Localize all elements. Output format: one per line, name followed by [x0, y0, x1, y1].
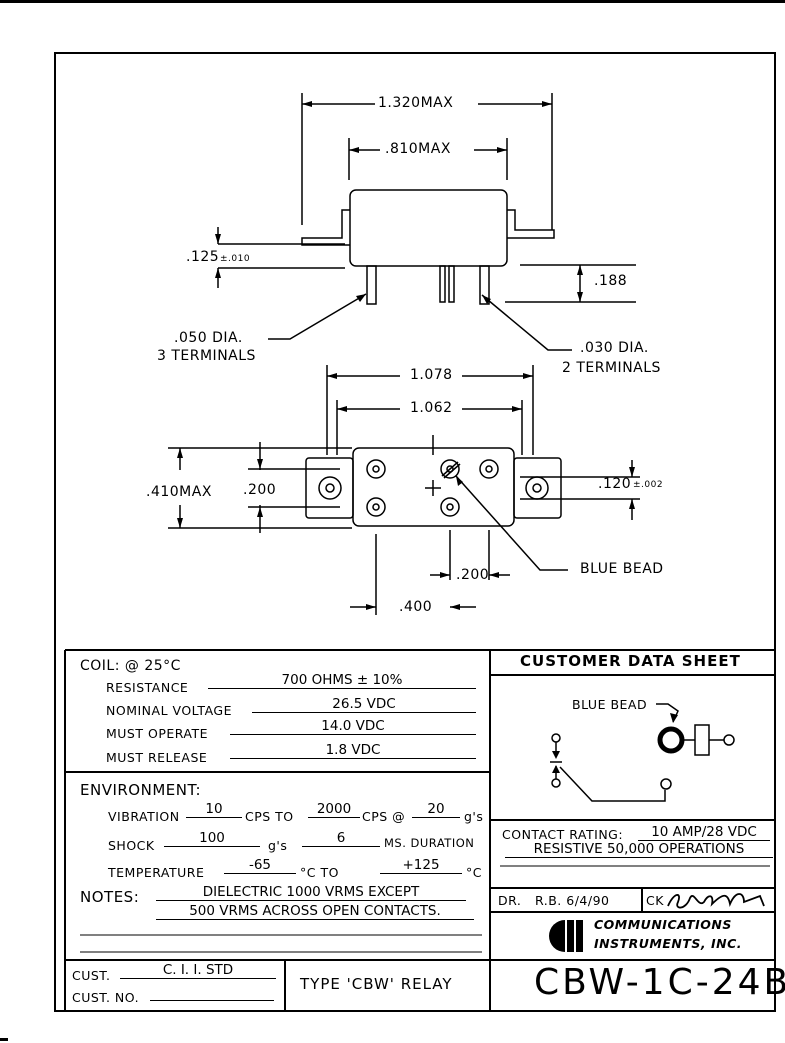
coil-operate-value: 14.0 VDC	[230, 718, 476, 735]
company-line2: INSTRUMENTS, INC.	[594, 936, 743, 951]
coil-heading: COIL: @ 25°C	[80, 658, 181, 674]
schematic-bead-label: BLUE BEAD	[572, 697, 648, 712]
relay-type: TYPE 'CBW' RELAY	[300, 975, 453, 993]
dim-hole-dia-tol: ±.002	[633, 480, 664, 490]
notes-line2: 500 VRMS ACROSS OPEN CONTACTS.	[156, 903, 474, 920]
sheet-title: CUSTOMER DATA SHEET	[520, 652, 741, 670]
notes-label: NOTES:	[80, 888, 140, 906]
checker-signature	[667, 893, 765, 909]
shock-ms: 6	[302, 830, 380, 847]
temp-unit: °C	[466, 865, 482, 880]
temp-to: °C TO	[300, 865, 339, 880]
coil-resistance-value: 700 OHMS ± 10%	[208, 672, 476, 689]
contact-schematic	[550, 703, 735, 802]
vibration-g: 20	[412, 801, 460, 818]
dim-terminal-thickness: .125	[186, 249, 220, 265]
shock-label: SHOCK	[108, 838, 155, 853]
dr-label: DR.	[498, 893, 522, 908]
dim-hole-dia: .120	[598, 476, 632, 492]
temp-max: +125	[380, 857, 462, 874]
cust-value: C. I. I. STD	[120, 962, 276, 979]
part-number: CBW-1C-24B	[534, 962, 785, 1003]
cust-label: CUST.	[72, 968, 111, 983]
coil-release-label: MUST RELEASE	[106, 750, 208, 765]
shock-g: 100	[164, 830, 260, 847]
notes-line1: DIELECTRIC 1000 VRMS EXCEPT	[156, 884, 466, 901]
company-logo	[549, 920, 583, 952]
coil-resistance-label: RESISTANCE	[106, 680, 189, 695]
edge-mark	[0, 1038, 8, 1041]
temp-label: TEMPERATURE	[108, 865, 205, 880]
vibration-label: VIBRATION	[108, 809, 180, 824]
large-pins-label-1: .050 DIA.	[174, 330, 243, 346]
side-view-drawing	[168, 93, 640, 615]
coil-nominal-value: 26.5 VDC	[252, 696, 476, 713]
dim-pin-spacing-v: .200	[243, 482, 277, 498]
dim-mount-spacing-1: 1.078	[410, 367, 453, 383]
dr-value: R.B. 6/4/90	[535, 893, 610, 908]
coil-release-value: 1.8 VDC	[230, 742, 476, 759]
shock-ms-unit: MS. DURATION	[384, 836, 475, 850]
vibration-g-unit: g's	[464, 809, 484, 824]
small-pins-label-2: 2 TERMINALS	[562, 360, 661, 376]
coil-nominal-label: NOMINAL VOLTAGE	[106, 703, 232, 718]
cust-no-value	[150, 984, 274, 1001]
contact-rating-label: CONTACT RATING:	[502, 827, 624, 842]
dim-pin-spacing-h: .200	[456, 567, 490, 583]
dim-height: .410MAX	[146, 484, 212, 500]
dim-body-width: .810MAX	[385, 141, 451, 157]
company-line1: COMMUNICATIONS	[594, 917, 732, 932]
dim-mount-spacing-2: 1.062	[410, 400, 453, 416]
environment-heading: ENVIRONMENT:	[80, 781, 202, 799]
vibration-min: 10	[186, 801, 242, 818]
coil-operate-label: MUST OPERATE	[106, 726, 209, 741]
contact-rating-line2: RESISTIVE 50,000 OPERATIONS	[505, 841, 773, 858]
shock-g-unit: g's	[268, 838, 288, 853]
dim-overall-width: 1.320MAX	[378, 95, 454, 111]
dim-pin-length: .188	[594, 273, 628, 289]
vibration-cps-to: CPS TO	[245, 809, 294, 824]
ck-label: CK	[646, 893, 664, 908]
vibration-max: 2000	[308, 801, 360, 818]
top-border-line	[0, 0, 785, 3]
temp-min: -65	[224, 857, 296, 874]
small-pins-label-1: .030 DIA.	[580, 340, 649, 356]
dim-terminal-thickness-tol: ±.010	[220, 254, 251, 264]
cust-no-label: CUST. NO.	[72, 990, 140, 1005]
dim-pin-offset: .400	[399, 599, 433, 615]
large-pins-label-2: 3 TERMINALS	[157, 348, 256, 364]
vibration-cps-at: CPS @	[362, 809, 406, 824]
blue-bead-label: BLUE BEAD	[580, 561, 664, 577]
contact-rating-value: 10 AMP/28 VDC	[638, 824, 770, 841]
